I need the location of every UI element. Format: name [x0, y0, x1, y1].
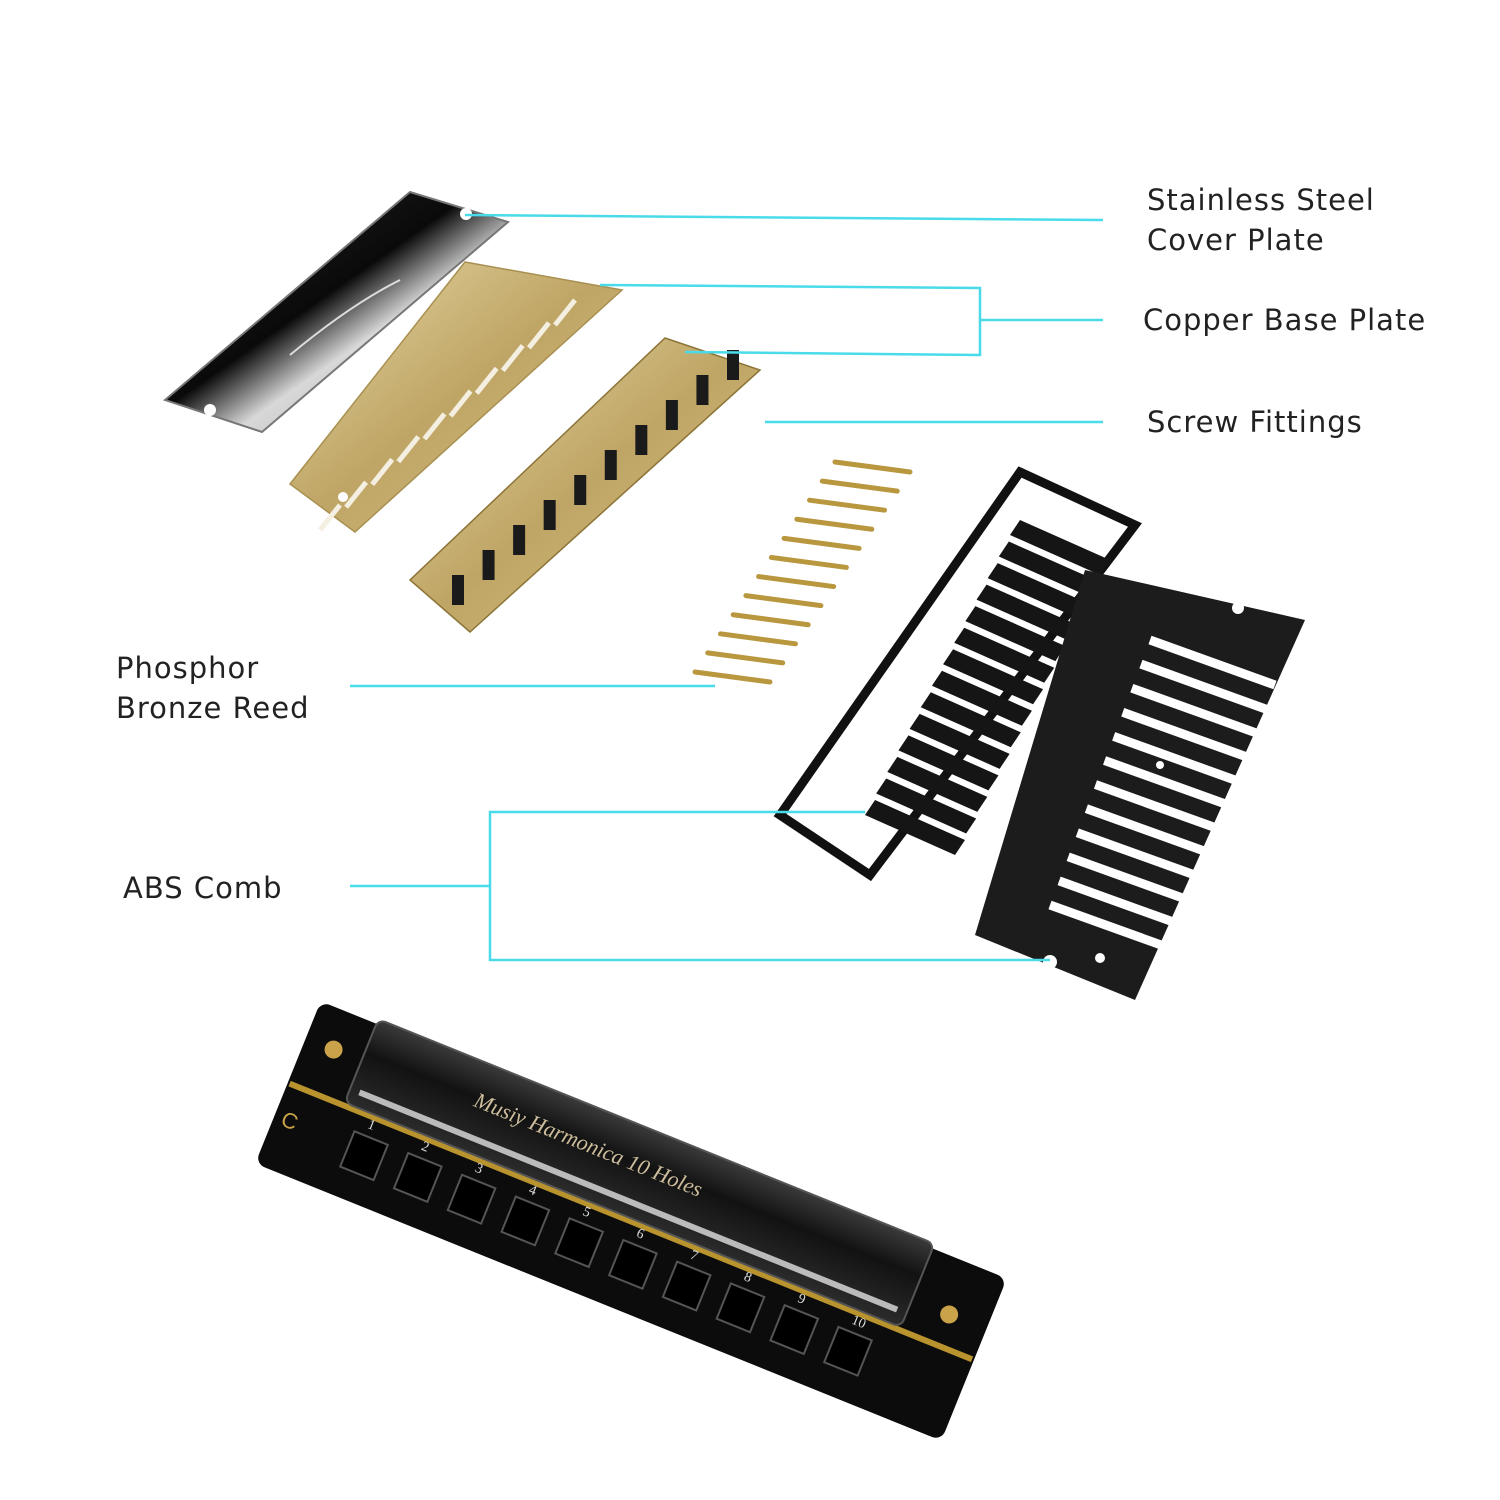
label-copper-base-plate: Copper Base Plate	[1143, 303, 1427, 337]
copper-slot	[500, 343, 525, 373]
harmonica-hole	[392, 1151, 443, 1204]
reed	[781, 535, 862, 551]
comb-rib	[998, 541, 1099, 597]
reed	[819, 478, 900, 494]
reed	[794, 516, 875, 532]
back-slot	[1139, 659, 1268, 714]
comb-rib	[954, 627, 1055, 683]
harmonica-hole	[446, 1173, 497, 1225]
stainless-steel-cover-plate	[162, 190, 511, 434]
harmonica-hole	[715, 1282, 766, 1334]
reed-block	[635, 425, 648, 455]
reed	[717, 631, 798, 647]
comb-rib	[876, 778, 977, 834]
comb-rib	[865, 800, 965, 855]
back-slot	[1057, 876, 1186, 931]
reed	[743, 593, 824, 609]
reed-block	[696, 375, 709, 405]
phosphor-bronze-reeds	[692, 459, 913, 685]
copper-slot	[396, 435, 421, 464]
copper-slot	[370, 457, 395, 487]
reed	[768, 554, 849, 570]
back-slot	[1093, 780, 1222, 834]
leader-cover-plate	[464, 213, 1104, 222]
reed	[756, 574, 837, 590]
comb-rib	[1010, 520, 1110, 575]
reed	[692, 669, 773, 685]
screw-icon	[940, 1305, 959, 1324]
comb-rib	[898, 735, 999, 791]
label-stainless-steel-cover-plate: Stainless Steel Cover Plate	[1147, 180, 1375, 260]
leader-copper-plate	[599, 283, 982, 357]
comb-rib	[987, 563, 1088, 619]
reed	[832, 459, 913, 475]
label-line: Cover Plate	[1147, 223, 1325, 257]
leader-comb-bracket	[488, 810, 1050, 962]
comb-rib	[909, 713, 1010, 769]
reed	[807, 497, 888, 513]
reed	[730, 612, 811, 628]
back-slot	[1130, 683, 1259, 738]
copper-slot	[422, 412, 447, 441]
copper-slot	[318, 503, 342, 532]
comb-rib	[920, 692, 1021, 748]
label-screw-fittings: Screw Fittings	[1147, 405, 1363, 439]
back-slot	[1075, 828, 1204, 882]
back-slot	[1066, 852, 1195, 907]
reed	[705, 650, 786, 666]
hole-number: 10	[849, 1313, 868, 1332]
harmonica-hole	[607, 1238, 659, 1291]
comb-rib	[943, 649, 1044, 705]
back-slot	[1148, 635, 1277, 690]
copper-slot	[553, 298, 577, 327]
label-line: Phosphor	[116, 651, 260, 685]
label-line: Stainless Steel	[1147, 183, 1375, 217]
reed-block	[574, 475, 587, 505]
harmonica-hole	[822, 1325, 874, 1377]
reed-block	[482, 550, 495, 580]
copper-slot	[344, 480, 369, 509]
copper-slot	[448, 389, 473, 418]
back-slot	[1103, 756, 1232, 810]
back-slot	[1048, 900, 1177, 955]
label-line: Bronze Reed	[116, 691, 310, 725]
harmonica-hole	[338, 1130, 390, 1182]
comb-rib	[931, 670, 1032, 726]
label-phosphor-bronze-reed: Phosphor Bronze Reed	[116, 648, 310, 728]
reed-block	[727, 350, 739, 380]
reed-block	[665, 400, 678, 430]
harmonica-hole	[554, 1216, 605, 1269]
label-abs-comb: ABS Comb	[123, 871, 283, 905]
comb-rib	[887, 756, 988, 812]
copper-base-plate	[288, 261, 624, 533]
comb-rib	[965, 606, 1066, 662]
harmonica-hole	[769, 1303, 820, 1356]
abs-comb	[773, 466, 1142, 882]
harmonica-hole	[661, 1260, 712, 1312]
screw-icon	[324, 1040, 343, 1059]
reed-plate	[408, 337, 762, 634]
back-slot	[1084, 804, 1213, 858]
leader-lines	[350, 213, 1104, 962]
comb-rib	[976, 584, 1077, 640]
harmonica-hole	[500, 1195, 551, 1247]
reed-block	[513, 525, 526, 555]
reed-block	[543, 500, 556, 530]
reed-block	[604, 450, 617, 480]
copper-slot	[474, 366, 499, 395]
back-slot	[1112, 732, 1241, 786]
back-plate	[975, 570, 1305, 1000]
copper-slot	[526, 321, 551, 350]
reed-block	[452, 575, 464, 605]
back-slot	[1121, 708, 1250, 762]
